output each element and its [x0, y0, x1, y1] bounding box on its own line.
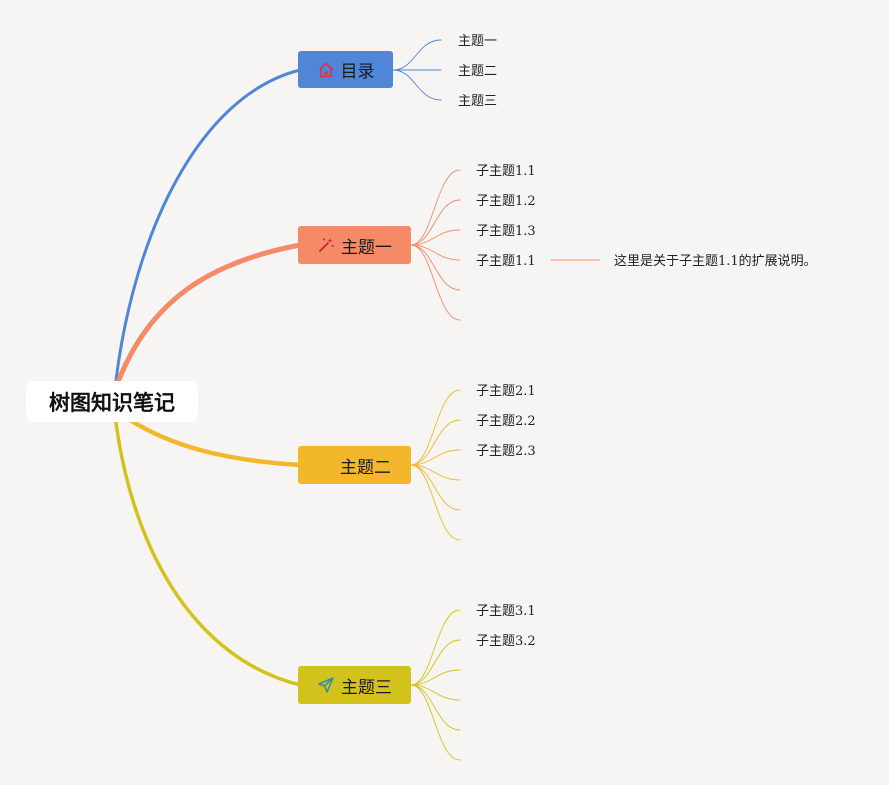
branch-node-toc[interactable]: 目录 — [298, 51, 393, 88]
leaf-line-t3-5 — [410, 684, 461, 731]
leaf-t3-1[interactable]: 子主题3.1 — [476, 604, 536, 619]
leaf-line-t2-3 — [410, 449, 461, 466]
branch-label-topic-3: 主题三 — [341, 677, 392, 698]
leaf-line-toc-3 — [392, 69, 442, 101]
leaf-line-toc-1 — [392, 39, 442, 71]
leaf-line-t3-3 — [410, 669, 461, 686]
branch-node-topic-3[interactable]: 主题三 — [298, 666, 411, 704]
leaf-line-t1-3 — [410, 229, 461, 246]
branch-line-topic-1 — [115, 242, 303, 385]
branch-line-toc — [114, 68, 302, 382]
branch-node-topic-1[interactable]: 主题一 — [298, 226, 411, 264]
leaf-t1-1[interactable]: 子主题1.1 — [476, 164, 536, 179]
root-node[interactable]: 树图知识笔记 — [26, 381, 198, 422]
leaf-t3-2[interactable]: 子主题3.2 — [476, 634, 536, 649]
note-t1-4[interactable]: 这里是关于子主题1.1的扩展说明。 — [614, 254, 817, 269]
branch-label-topic-1: 主题一 — [341, 237, 392, 258]
branch-line-topic-2 — [127, 417, 303, 468]
paper-plane-icon — [317, 676, 335, 694]
leaf-line-t2-6 — [410, 464, 461, 541]
magic-wand-icon — [317, 236, 335, 254]
leaf-t1-2[interactable]: 子主题1.2 — [476, 194, 536, 209]
branch-label-toc: 目录 — [340, 62, 375, 82]
leaf-line-t2-5 — [410, 464, 461, 511]
leaf-line-t3-2 — [410, 639, 461, 686]
leaf-line-t1-2 — [410, 199, 461, 246]
leaf-toc-1[interactable]: 主题一 — [458, 34, 498, 49]
leaf-t1-3[interactable]: 子主题1.3 — [476, 224, 536, 239]
home-icon — [317, 61, 335, 79]
leaf-t1-4[interactable]: 子主题1.1 — [476, 254, 536, 269]
leaf-line-t2-1 — [410, 389, 461, 466]
leaf-toc-2[interactable]: 主题二 — [458, 64, 498, 79]
root-label: 树图知识笔记 — [49, 390, 175, 415]
leaf-toc-3[interactable]: 主题三 — [458, 94, 498, 109]
leaf-line-t1-5 — [410, 244, 461, 291]
leaf-line-t3-6 — [410, 684, 461, 761]
leaf-t2-1[interactable]: 子主题2.1 — [476, 384, 536, 399]
leaf-line-t1-6 — [410, 244, 461, 321]
branch-node-topic-2[interactable]: 主题二 — [298, 446, 411, 484]
leaf-t2-2[interactable]: 子主题2.2 — [476, 414, 536, 429]
leaf-line-t1-1 — [410, 169, 461, 246]
branch-line-topic-3 — [114, 421, 302, 687]
leaf-line-t2-2 — [410, 419, 461, 466]
branch-label-topic-2: 主题二 — [340, 457, 391, 478]
main-branch-lines — [114, 68, 303, 687]
leaf-branch-lines — [392, 39, 601, 761]
leaf-line-t3-1 — [410, 609, 461, 686]
leaf-t2-3[interactable]: 子主题2.3 — [476, 444, 536, 459]
